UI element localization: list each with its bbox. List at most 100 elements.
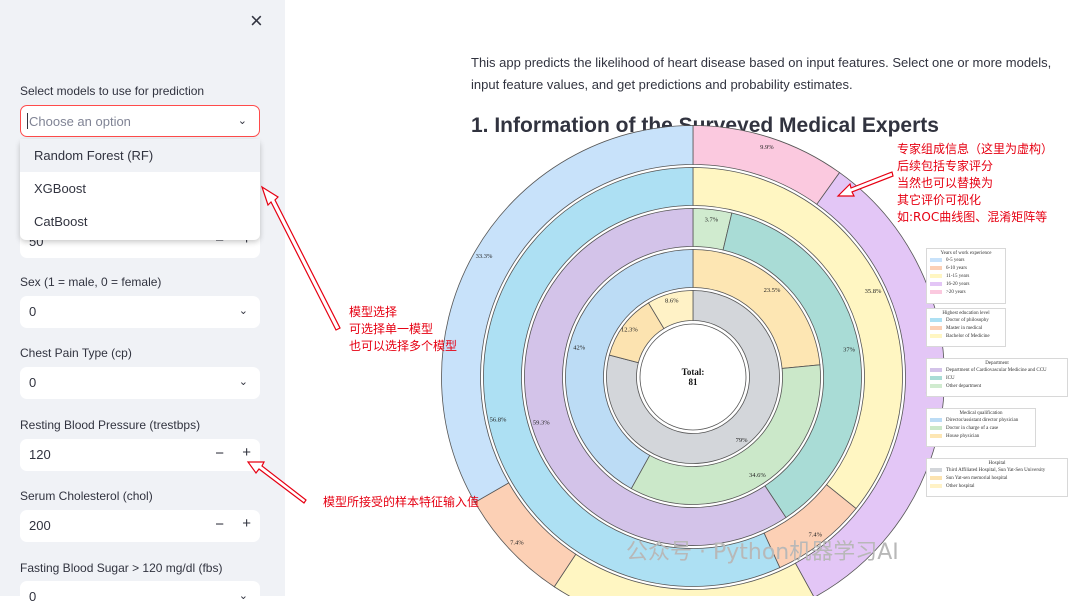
- donut-slice: [483, 167, 781, 587]
- legend-label: Department of Cardiovascular Medicine an…: [946, 367, 1047, 373]
- legend-item: Sun Yat-sen memorial hospital: [927, 474, 1067, 482]
- sex-select[interactable]: 0 ⌄: [20, 296, 260, 328]
- cp-select[interactable]: 0 ⌄: [20, 367, 260, 399]
- option-random-forest[interactable]: Random Forest (RF): [20, 139, 260, 172]
- legend-item: Doctor in charge of a case: [927, 424, 1035, 432]
- donut-slice: [722, 212, 862, 519]
- legend-title: Highest education level: [942, 311, 990, 316]
- chol-minus-button[interactable]: −: [215, 516, 224, 533]
- slice-label: 42%: [573, 345, 586, 352]
- bp-value[interactable]: 120: [29, 447, 51, 462]
- models-dropdown-menu: Random Forest (RF) XGBoost CatBoost: [20, 139, 260, 240]
- slice-label: 56.8%: [490, 416, 507, 423]
- legend-swatch: [930, 318, 942, 322]
- annotation-models: 模型选择 可选择单一模型 也可以选择多个模型: [349, 304, 457, 355]
- slice-label: 35.8%: [865, 288, 882, 295]
- legend-label: Master in medical: [946, 325, 983, 331]
- models-multiselect[interactable]: Choose an option ⌄: [20, 105, 260, 137]
- chol-value[interactable]: 200: [29, 518, 51, 533]
- legend-label: Other hospital: [946, 483, 975, 489]
- legend-swatch: [930, 368, 942, 372]
- legend-swatch: [930, 266, 942, 270]
- legend-swatch: [930, 418, 942, 422]
- slice-label: 8.6%: [665, 297, 679, 304]
- legend-title: Years of work experience: [940, 251, 992, 256]
- legend-swatch: [930, 468, 942, 472]
- watermark: 公众号 · Python机器学习AI: [626, 540, 899, 565]
- center-label: Total:: [682, 367, 705, 377]
- donut-center: [639, 323, 747, 431]
- chol-input[interactable]: 200 − +: [20, 510, 260, 542]
- slice-label: 33.3%: [476, 253, 493, 260]
- arrow-icon: [836, 171, 894, 197]
- sidebar: × Select models to use for prediction Ch…: [0, 0, 285, 613]
- legend-swatch: [930, 384, 942, 388]
- age-minus-button[interactable]: −: [215, 232, 224, 249]
- legend-item: Doctor of philosophy: [927, 316, 1005, 324]
- legend-label: >20 years: [946, 289, 966, 295]
- chol-label: Serum Cholesterol (chol): [20, 489, 153, 503]
- cp-label: Chest Pain Type (cp): [20, 346, 132, 360]
- legend-item: Director/assistant director physician: [927, 416, 1035, 424]
- option-catboost[interactable]: CatBoost: [34, 214, 88, 229]
- arrow-icon: [246, 461, 307, 504]
- legend-label: House physician: [946, 433, 980, 439]
- annotation-line: 其它评价可视化: [897, 193, 982, 207]
- annotation-line: 后续包括专家评分: [897, 159, 994, 173]
- donut-slice: [565, 249, 694, 490]
- legend-item: Third Affiliated Hospital, Sun Yat-Sen U…: [927, 466, 1067, 474]
- bp-plus-button[interactable]: +: [242, 444, 251, 461]
- legend-label: 0-5 years: [946, 257, 965, 263]
- slice-label: 3.7%: [705, 217, 719, 224]
- bp-minus-button[interactable]: −: [215, 445, 224, 462]
- legend-swatch: [930, 434, 942, 438]
- legend-label: Bachelor of Medicine: [946, 333, 990, 339]
- slice-label: 34.6%: [749, 472, 766, 479]
- legend-item: 6-10 years: [927, 264, 1005, 272]
- legend-swatch: [930, 476, 942, 480]
- chevron-down-icon[interactable]: ⌄: [238, 305, 248, 317]
- legend-item: Other hospital: [927, 482, 1067, 490]
- legend-item: ICU: [927, 374, 1067, 382]
- legend-title: Department: [985, 361, 1009, 366]
- annotation-line: 当然也可以替换为: [897, 176, 994, 190]
- bp-input[interactable]: 120 − +: [20, 439, 260, 471]
- slice-label: 12.3%: [621, 326, 638, 333]
- sunburst-chart: 79%12.3%8.6%23.5%34.6%42%3.7%37%59.3%35.…: [441, 125, 945, 596]
- legend-label: 6-10 years: [946, 265, 967, 271]
- chol-plus-button[interactable]: +: [242, 515, 251, 532]
- legend-label: 16-20 years: [946, 281, 970, 287]
- legend-title: Medical qualification: [959, 411, 1003, 416]
- legend-swatch: [930, 426, 942, 430]
- legend-qualification: Medical qualification Director/assistant…: [926, 408, 1036, 447]
- legend-item: 16-20 years: [927, 280, 1005, 288]
- legend-hospital: Hospital Third Affiliated Hospital, Sun …: [926, 458, 1068, 497]
- app-description: This app predicts the likelihood of hear…: [471, 55, 1052, 92]
- legend-item: 11-15 years: [927, 272, 1005, 280]
- legend-item: Other department: [927, 382, 1067, 390]
- legend-department: Department Department of Cardiovascular …: [926, 358, 1068, 397]
- legend-label: ICU: [946, 375, 955, 381]
- slice-label: 37%: [843, 346, 856, 353]
- chevron-down-icon[interactable]: ⌄: [238, 376, 248, 388]
- bp-label: Resting Blood Pressure (trestbps): [20, 418, 201, 432]
- fbs-label: Fasting Blood Sugar > 120 mg/dl (fbs): [20, 561, 223, 575]
- legend-item: >20 years: [927, 288, 1005, 296]
- slice-label: 59.3%: [533, 420, 550, 427]
- annotation-line: 专家组成信息（这里为虚构）: [897, 142, 1054, 156]
- option-xgboost[interactable]: XGBoost: [34, 181, 87, 196]
- donut-slice: [441, 125, 694, 503]
- donut-slice: [524, 208, 787, 546]
- chevron-down-icon[interactable]: ⌄: [237, 115, 247, 127]
- annotation-line: 也可以选择多个模型: [349, 339, 458, 353]
- legend-item: Department of Cardiovascular Medicine an…: [927, 366, 1067, 374]
- donut-slice: [630, 364, 821, 505]
- legend-item: Master in medical: [927, 324, 1005, 332]
- legend-label: Director/assistant director physician: [946, 417, 1019, 423]
- sex-label: Sex (1 = male, 0 = female): [20, 275, 162, 289]
- legend-title: Hospital: [988, 461, 1006, 466]
- legend-label: Sun Yat-sen memorial hospital: [946, 475, 1008, 481]
- legend-education: Highest education level Doctor of philos…: [926, 308, 1006, 347]
- legend-swatch: [930, 326, 942, 330]
- close-icon[interactable]: ×: [250, 8, 263, 33]
